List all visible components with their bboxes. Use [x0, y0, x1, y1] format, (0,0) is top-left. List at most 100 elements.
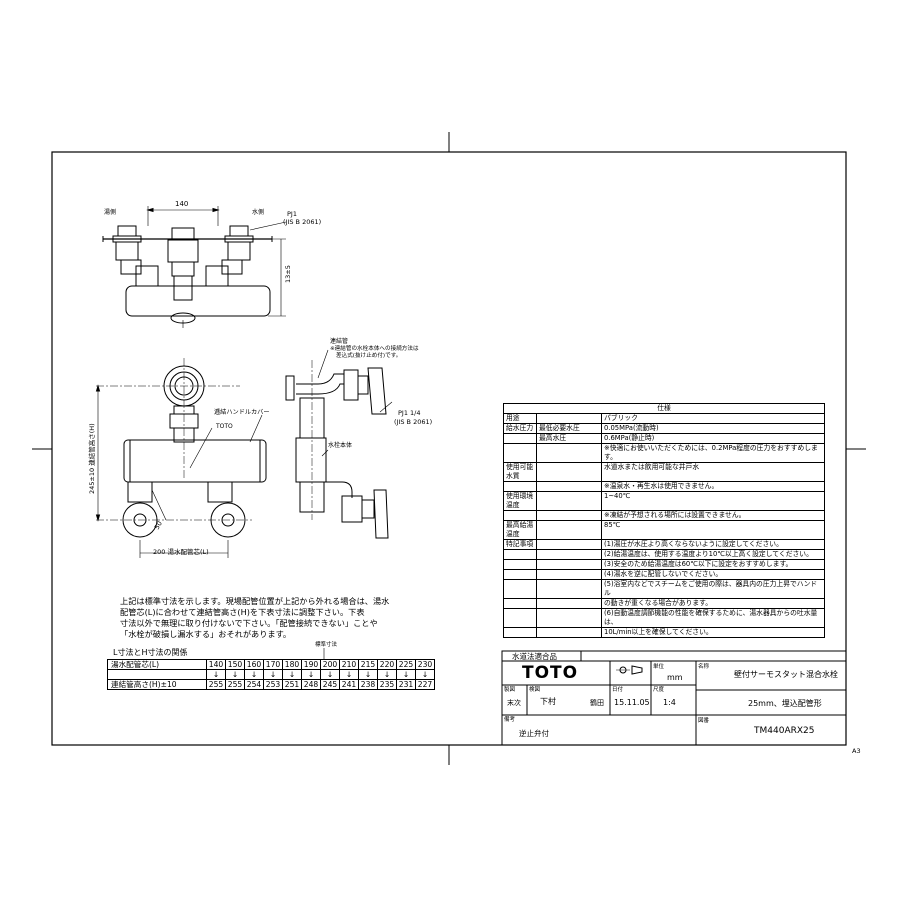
drawn-by: 末次 [507, 699, 521, 707]
spec-cell: (3)安全のため給湯温度は60℃以下に設定をおすすめします。 [601, 559, 825, 570]
h-value-cell: 248 [301, 679, 321, 690]
spec-row: 使用可能水質水道水または飲用可能な井戸水 [503, 462, 825, 482]
checked-by: 下村 [540, 697, 556, 706]
spec-cell [503, 579, 537, 599]
spec-cell: 最高水圧 [536, 433, 602, 444]
front-view [95, 358, 267, 558]
spec-cell: (2)給湯温度は、使用する温度より10℃以上高く設定してください。 [601, 549, 825, 560]
spec-cell [503, 608, 537, 628]
spec-row: ※温泉水・再生水は使用できません。 [503, 481, 825, 492]
side-view [285, 349, 393, 539]
standard-size-mark: 標準寸法 [315, 642, 338, 648]
brand-mark-label: TOTO [215, 423, 233, 430]
spec-cell [536, 413, 602, 424]
spec-row: ※凍結が予想される場所には設置できません。 [503, 510, 825, 521]
width-dimension: 140 [175, 200, 188, 208]
pitch-dimension: 200 湯水配管芯(L) [153, 547, 209, 556]
spec-cell [536, 520, 602, 540]
top-view [102, 206, 287, 328]
hot-side-label: 湯側 [104, 208, 116, 216]
unit-label: 単位 [653, 664, 665, 670]
spec-cell [536, 608, 602, 628]
date-label: 日付 [612, 687, 624, 693]
spec-cell [503, 627, 537, 638]
pipe-note-line-1: ※連結管の水栓本体への接続方法は [330, 344, 419, 352]
spec-cell [503, 559, 537, 570]
arrow-cell: ↓ [358, 669, 378, 680]
pipe-label: 連結管 [330, 337, 348, 345]
l-value-cell: 220 [377, 659, 397, 670]
spec-cell [536, 481, 602, 492]
remarks-label: 備考 [504, 717, 516, 723]
spec-cell [536, 443, 602, 463]
spec-cell: (6)自動温度調節機能の性能を確保するために、湯水器具からの吐水量は、 [601, 608, 825, 628]
spec-cell [536, 559, 602, 570]
drawn-label: 製図 [504, 687, 516, 693]
spec-cell: 85℃ [601, 520, 825, 540]
l-value-cell: 225 [396, 659, 416, 670]
angle-dimension: 50 [153, 520, 164, 531]
spec-cell [536, 539, 602, 550]
thread-label-top: PJ1 [287, 210, 297, 218]
h-value-cell: 255 [225, 679, 245, 690]
spec-cell [503, 433, 537, 444]
spec-cell [503, 549, 537, 560]
spec-cell [503, 569, 537, 580]
h-value-cell: 254 [244, 679, 264, 690]
spec-cell [536, 627, 602, 638]
toto-logo: TOTO [522, 663, 579, 683]
spec-cell: (5)浴室内などでスチームをご使用の際は、器具内の圧力上昇でハンドル [601, 579, 825, 599]
arrow-cell: ↓ [320, 669, 340, 680]
note-line: 配管芯(L)に合わせて連結管高さ(H)を下表寸法に調整下さい。下表 [120, 607, 365, 617]
spec-cell [536, 569, 602, 580]
h-value-cell: 238 [358, 679, 378, 690]
spec-cell [503, 510, 537, 521]
h-row-label: 連結管高さ(H)±10 [107, 679, 207, 690]
spec-cell: ※快適にお使いいただくためには、0.2MPa程度の圧力をおすすめします。 [601, 443, 825, 463]
spec-cell: 使用環境温度 [503, 491, 537, 511]
spec-cell: 0.05MPa(流動時) [601, 423, 825, 434]
h-value-cell: 231 [396, 679, 416, 690]
spec-row: の動きが重くなる場合があります。 [503, 598, 825, 609]
arrow-cell: ↓ [282, 669, 302, 680]
l-value-cell: 230 [415, 659, 435, 670]
spec-row: (6)自動温度調節機能の性能を確保するために、湯水器具からの吐水量は、 [503, 608, 825, 628]
spec-row: 10L/min以上を確保してください。 [503, 627, 825, 638]
spec-cell: (1)湯圧が水圧より高くならないように設定してください。 [601, 539, 825, 550]
body-label: 水栓本体 [328, 441, 352, 449]
drawing-frame [51, 151, 847, 746]
l-value-cell: 150 [225, 659, 245, 670]
installation-notes: 上記は標準寸法を示します。現場配管位置が上記から外れる場合は、湯水 配管芯(L)… [120, 596, 420, 640]
h-value-cell: 255 [206, 679, 226, 690]
approved-by: 鶴田 [590, 699, 604, 707]
note-line: 寸法以外で無理に取り付けないで下さい。「配管接続できない」ことや [120, 618, 378, 628]
cold-side-label: 水側 [252, 208, 264, 216]
spec-cell [536, 598, 602, 609]
spec-cell: ※温泉水・再生水は使用できません。 [601, 481, 825, 492]
arrow-cell: ↓ [244, 669, 264, 680]
spec-row: (2)給湯温度は、使用する温度より10℃以上高く設定してください。 [503, 549, 825, 560]
spec-title: 仕様 [503, 403, 825, 414]
title-block [501, 650, 847, 746]
arrow-cell: ↓ [301, 669, 321, 680]
arrow-cell: ↓ [415, 669, 435, 680]
spec-cell: 水道水または飲用可能な井戸水 [601, 462, 825, 482]
drawing-number: TM440ARX25 [754, 726, 815, 736]
scale-label: 尺度 [653, 687, 665, 693]
remarks-value: 逆止弁付 [519, 729, 549, 738]
l-value-cell: 210 [339, 659, 359, 670]
spec-row: 特記事項(1)湯圧が水圧より高くならないように設定してください。 [503, 539, 825, 550]
l-value-cell: 180 [282, 659, 302, 670]
spec-cell: 1~40℃ [601, 491, 825, 511]
h-value-cell: 253 [263, 679, 283, 690]
spec-cell [536, 510, 602, 521]
scale-value: 1:4 [663, 698, 676, 707]
spec-cell: (4)湯水を逆に配管しないでください。 [601, 569, 825, 580]
arrow-cell: ↓ [396, 669, 416, 680]
l-row-label: 湯水配管芯(L) [107, 659, 207, 670]
spec-cell [536, 549, 602, 560]
